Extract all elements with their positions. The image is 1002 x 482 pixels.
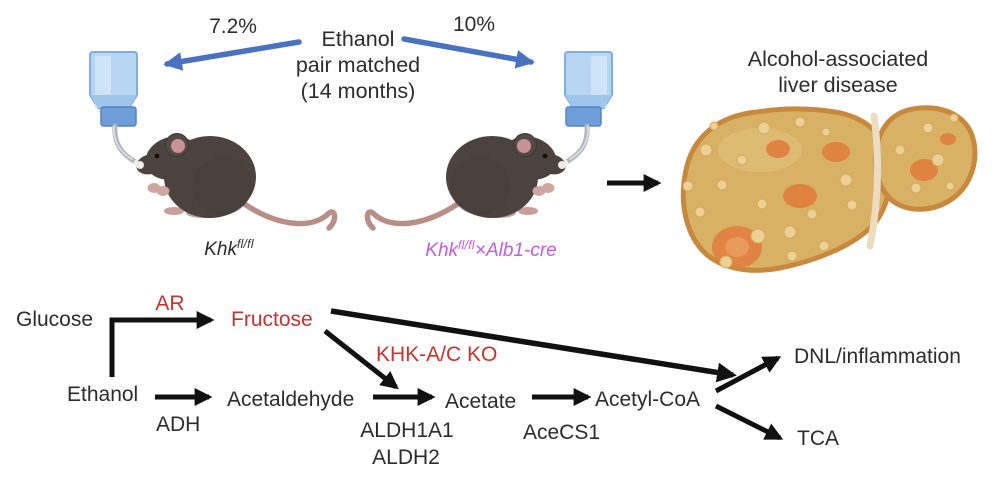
node-acetyl-coa: Acetyl-CoA <box>595 388 701 411</box>
node-acetate: Acetate <box>445 390 517 413</box>
node-fructose: Fructose <box>231 308 313 331</box>
outcome-line-1: Alcohol-associated <box>747 47 929 71</box>
enzyme-ar: AR <box>155 292 185 315</box>
treatment-line-1: Ethanol <box>321 27 395 51</box>
dose-left-label: 7.2% <box>209 15 257 38</box>
dose-arrow-left <box>163 39 302 71</box>
enzyme-khk-ko: KHK-A/C KO <box>376 343 498 366</box>
node-acetaldehyde: Acetaldehyde <box>227 388 355 411</box>
enzyme-aldh2: ALDH2 <box>372 446 440 469</box>
node-ethanol: Ethanol <box>67 383 139 406</box>
enzyme-adh: ADH <box>156 413 201 436</box>
knockout-genotype-label: Khkfl/fl×Alb1-cre <box>425 238 557 261</box>
enzyme-acecs1: AceCS1 <box>523 421 601 444</box>
treatment-line-3: (14 months) <box>300 79 416 103</box>
outcome-label: Alcohol-associated liver disease <box>748 46 928 98</box>
outcome-line-2: liver disease <box>778 73 898 97</box>
dose-arrows <box>163 36 535 71</box>
control-genotype-label: Khkfl/fl <box>204 237 254 260</box>
dose-right-label: 10% <box>452 13 496 36</box>
node-glucose: Glucose <box>16 308 94 331</box>
acetylcoa-to-dnl-arrow <box>714 355 782 394</box>
acetylcoa-to-tca-arrow <box>714 403 784 441</box>
glucose-ethanol-to-fructose-arrow <box>109 311 215 377</box>
dose-arrow-right <box>401 36 535 69</box>
fatty-liver-icon <box>680 105 978 273</box>
pathway-arrows <box>109 308 784 441</box>
enzyme-aldh1a1: ALDH1A1 <box>360 419 454 442</box>
fructose-khk-arrow <box>323 329 399 390</box>
fructose-to-dnl-arrow <box>330 308 737 383</box>
treatment-line-2: pair matched <box>295 53 421 77</box>
node-tca: TCA <box>797 427 839 450</box>
treatment-label: Ethanol pair matched (14 months) <box>296 26 420 104</box>
node-dnl-inflammation: DNL/inflammation <box>794 345 961 368</box>
